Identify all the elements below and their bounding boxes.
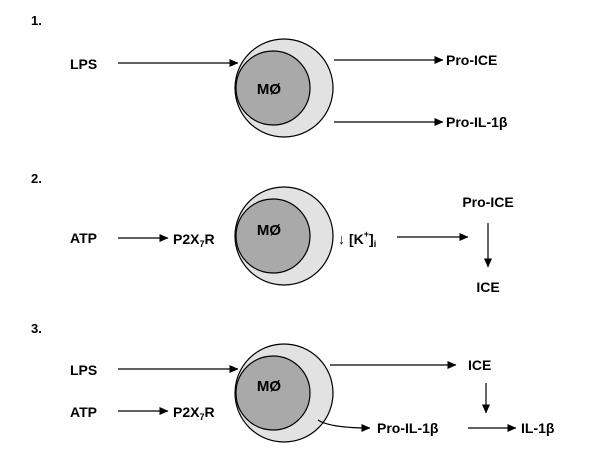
macrophage-cell: MØ: [234, 186, 334, 286]
precursor-pro-ice: Pro-ICE: [462, 194, 513, 210]
output-pro-ice: Pro-ICE: [446, 52, 497, 68]
product-ice: ICE: [476, 279, 499, 295]
step-number-2: 2.: [31, 171, 42, 186]
output-pro-il1b: Pro-IL-1β: [446, 114, 508, 130]
macrophage-cell: MØ: [234, 38, 334, 138]
down-arrow-icon: ↓: [338, 231, 345, 247]
panel-2: 2. ATP P2X7R MØ ↓[K+]i Pro-ICE ICE: [31, 171, 514, 295]
cell-label: MØ: [257, 222, 281, 239]
panel-1: 1. LPS MØ Pro-ICE Pro-IL-1β: [31, 13, 508, 138]
receptor-p2x7r: P2X7R: [173, 231, 215, 249]
step-number-1: 1.: [31, 13, 42, 28]
cell-label: MØ: [257, 81, 281, 98]
cell-label: MØ: [257, 378, 281, 395]
arrow-cell-to-pro-il1b: [317, 419, 371, 432]
cell-nucleus: [235, 50, 311, 126]
cell-nucleus: [235, 198, 311, 274]
product-il1b: IL-1β: [521, 420, 555, 436]
enzyme-ice: ICE: [468, 357, 491, 373]
cell-nucleus: [235, 355, 311, 431]
input-atp: ATP: [70, 404, 97, 420]
input-lps: LPS: [70, 56, 97, 72]
intracellular-potassium-decrease: ↓[K+]i: [338, 229, 376, 249]
input-lps: LPS: [70, 362, 97, 378]
macrophage-cell: MØ: [234, 343, 334, 443]
input-atp: ATP: [70, 230, 97, 246]
panel-3: 3. LPS ATP P2X7R MØ ICE Pro-IL-1β IL-1β: [31, 321, 555, 443]
precursor-pro-il1b: Pro-IL-1β: [377, 420, 439, 436]
step-number-3: 3.: [31, 321, 42, 336]
receptor-p2x7r: P2X7R: [173, 404, 215, 422]
